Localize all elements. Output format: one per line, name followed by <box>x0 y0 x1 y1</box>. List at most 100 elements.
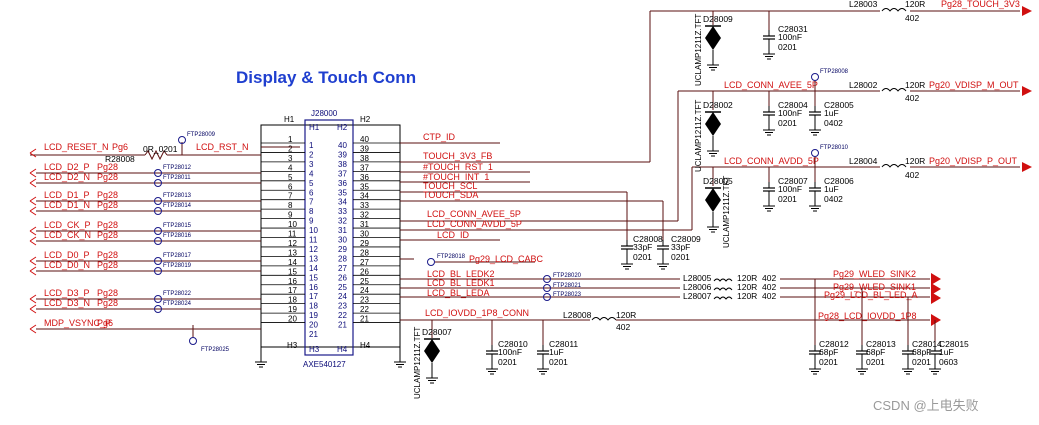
left-net-page-10: Pg28 <box>97 298 118 308</box>
pin-right-38: 38 <box>360 154 369 163</box>
pin-left-6: 6 <box>288 182 293 191</box>
pin-inner-left-19: 19 <box>309 311 318 320</box>
c28009-val: 33pF <box>671 242 690 252</box>
tp-ftp28014: FTP28014 <box>163 203 192 209</box>
pin-inner-right-36: 36 <box>338 179 347 188</box>
l28007-ref: L28007 <box>683 291 712 301</box>
pin-left-4: 4 <box>288 163 293 172</box>
bl-ledk2-label: LCD_BL_LEDK2 <box>427 269 495 279</box>
tp-ftp28018: FTP28018 <box>437 254 466 260</box>
l28008-val: 120R <box>616 310 636 320</box>
c28007-val: 100nF <box>778 184 802 194</box>
pin-inner-left-9: 9 <box>309 217 314 226</box>
tp-ftp28011: FTP28011 <box>163 175 191 181</box>
pin-left-11: 11 <box>288 230 297 239</box>
pin-left-13: 13 <box>288 248 297 257</box>
pin-inner-left-12: 12 <box>309 245 318 254</box>
pin-inner-right-37: 37 <box>338 169 347 178</box>
l28002-ref: L28002 <box>849 80 878 90</box>
l28004-ref: L28004 <box>849 156 878 166</box>
left-net-page-4: Pg28 <box>97 200 118 210</box>
left-net-lcd_reset_n: LCD_RESET_N <box>44 142 109 152</box>
pin-inner-left-7: 7 <box>309 198 314 207</box>
left-net-lcd_d0_p: LCD_D0_P <box>44 250 90 260</box>
pin-inner-right-29: 29 <box>338 245 347 254</box>
l28008-ref: L28008 <box>563 310 592 320</box>
left-test-points: FTP28009 FTP28025 <box>178 132 230 353</box>
connector-h3-inner: H3 <box>309 345 320 354</box>
pin-right-21: 21 <box>360 315 369 324</box>
connector-h4-outer: H4 <box>360 341 371 350</box>
tp-ftp28020: FTP28020 <box>553 273 582 279</box>
port-touch-3v3: Pg28_TOUCH_3V3 <box>941 0 1020 9</box>
ctp-id-label: CTP_ID <box>423 132 456 142</box>
pin-inner-right-24: 24 <box>338 292 347 301</box>
bl-leda-label: LCD_BL_LEDA <box>427 288 490 298</box>
c28004-ref: C28004 <box>778 100 808 110</box>
pin-inner-left-3: 3 <box>309 160 314 169</box>
c28004-val: 100nF <box>778 108 802 118</box>
d28002-part: UCLAMP1211Z.TFT <box>694 100 703 172</box>
l28005-ref: L28005 <box>683 273 712 283</box>
left-net-lcd_ck_n: LCD_CK_N <box>44 230 91 240</box>
c28011-val: 1uF <box>549 347 564 357</box>
pin-inner-left-14: 14 <box>309 264 318 273</box>
tp-ftp28019: FTP28019 <box>163 263 192 269</box>
c28005-pkg: 0402 <box>824 118 843 128</box>
c28005-ref: C28005 <box>824 100 854 110</box>
pin-inner-left-6: 6 <box>309 188 314 197</box>
pin-left-5: 5 <box>288 173 293 182</box>
left-net-page-5: Pg28 <box>97 220 118 230</box>
pin-right-34: 34 <box>360 192 369 201</box>
pin-right-35: 35 <box>360 182 369 191</box>
connector-h3-outer: H3 <box>287 341 298 350</box>
pin-inner-right-25: 25 <box>338 283 347 292</box>
port-vdisp-p: Pg20_VDISP_P_OUT <box>929 156 1018 166</box>
touch-3v3-fb-label: TOUCH_3V3_FB <box>423 151 492 161</box>
pin-left-12: 12 <box>288 239 297 248</box>
connector-h2-inner: H2 <box>337 123 348 132</box>
c28010-pkg: 0201 <box>498 357 517 367</box>
pin-left-8: 8 <box>288 201 293 210</box>
pin-inner-left-8: 8 <box>309 207 314 216</box>
iovdd-label: LCD_IOVDD_1P8_CONN <box>425 308 529 318</box>
connector-h1-inner: H1 <box>309 123 320 132</box>
left-net-page-9: Pg28 <box>97 288 118 298</box>
port-wled-sink1: Pg29_WLED_SINK1 <box>833 282 916 292</box>
touch-sda-label: TOUCH_SDA <box>423 190 478 200</box>
c28014-pkg: 0201 <box>912 357 931 367</box>
c28031-ref: C28031 <box>778 24 808 34</box>
l28002-pkg: 402 <box>905 93 919 103</box>
tp-ftp28016: FTP28016 <box>163 233 192 239</box>
c28014-val: 68pF <box>912 347 931 357</box>
pin-inner-right-30: 30 <box>338 236 347 245</box>
pin-left-14: 14 <box>288 258 297 267</box>
pin-right-40: 40 <box>360 135 369 144</box>
pin-right-36: 36 <box>360 173 369 182</box>
pin-inner-right-38: 38 <box>338 160 347 169</box>
left-net-lcd_d0_n: LCD_D0_N <box>44 260 90 270</box>
pin-left-3: 3 <box>288 154 293 163</box>
d28005-part: UCLAMP1211Z.TFT <box>722 176 731 248</box>
d28007-part: UCLAMP1211Z.TFT <box>413 327 422 399</box>
pin-right-26: 26 <box>360 267 369 276</box>
c28013-pkg: 0201 <box>866 357 885 367</box>
pin-right-37: 37 <box>360 163 369 172</box>
connector-ref: J28000 <box>311 109 338 118</box>
pin-left-16: 16 <box>288 277 297 286</box>
pin-inner-left-13: 13 <box>309 254 318 263</box>
pin-left-2: 2 <box>288 144 293 153</box>
pin-left-17: 17 <box>288 286 297 295</box>
pin-inner-left-11: 11 <box>309 236 318 245</box>
pin-inner-left-2: 2 <box>309 150 314 159</box>
l28002-val: 120R <box>905 80 925 90</box>
pin-right-30: 30 <box>360 230 369 239</box>
pin-left-20: 20 <box>288 315 297 324</box>
pin-right-25: 25 <box>360 277 369 286</box>
d28002-ref: D28002 <box>703 100 733 110</box>
c28008-ref: C28008 <box>633 234 663 244</box>
